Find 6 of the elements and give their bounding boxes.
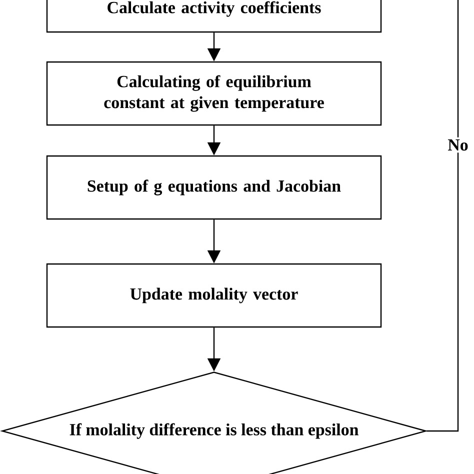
process-box: Setup of g equations and Jacobian xyxy=(46,155,382,220)
connector-line xyxy=(426,0,459,432)
process-box: Calculating of equilibrium constant at given temperature xyxy=(46,61,382,126)
process-box: Update molality vector xyxy=(46,263,382,328)
process-box: Calculate activity coefficients xyxy=(46,0,382,33)
edge-label: No xyxy=(446,137,470,153)
